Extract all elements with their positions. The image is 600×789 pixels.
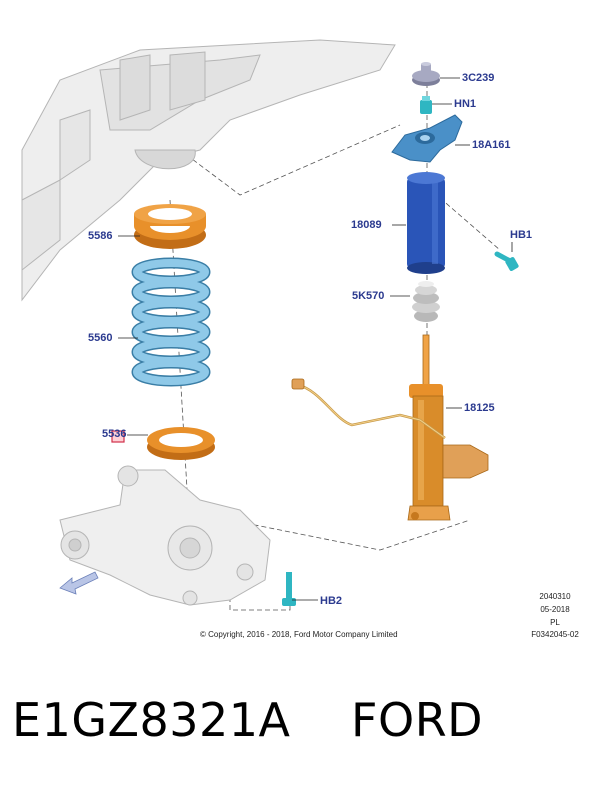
callout-5k570: 5K570 [352, 290, 385, 302]
copyright-notice: © Copyright, 2016 - 2018, Ford Motor Com… [200, 630, 398, 639]
upper-mount [391, 114, 463, 163]
callout-3c239: 3C239 [462, 72, 495, 84]
lower-spring-isolator [147, 427, 215, 460]
callout-hb2: HB2 [320, 595, 343, 607]
leader-lines [118, 77, 513, 601]
front-direction-arrow [59, 571, 99, 595]
coil-spring [131, 257, 211, 387]
jounce-bumper [412, 281, 440, 322]
callout-5536: 5536 [102, 428, 127, 440]
damper-wire-harness [291, 378, 446, 440]
upper-spring-isolator [134, 204, 206, 249]
figure-id: F0342045-02 [531, 630, 579, 639]
part-number: E1GZ8321A [12, 693, 291, 747]
subframe-structure [21, 39, 396, 302]
knuckle-assembly [59, 465, 271, 606]
exploded-suspension-diagram [21, 39, 519, 611]
callout-18125: 18125 [464, 402, 495, 414]
hb1-bolt [494, 251, 519, 271]
part-caption: E1GZ8321A FORD [12, 693, 483, 747]
figure-date: 05-2018 [540, 605, 570, 614]
callout-5560: 5560 [88, 332, 113, 344]
figure-code: 2040310 [539, 592, 571, 601]
dust-boot [407, 172, 445, 274]
callout-18a161: 18A161 [472, 139, 511, 151]
callout-5586: 5586 [88, 230, 113, 242]
callout-hn1: HN1 [454, 98, 477, 110]
hn1-nut [420, 96, 432, 114]
callout-hb1: HB1 [510, 229, 533, 241]
top-nut [412, 62, 440, 86]
callout-marker-5536 [111, 430, 125, 443]
brand-name: FORD [351, 693, 484, 747]
figure-language: PL [550, 618, 560, 627]
hb2-bolt [282, 572, 296, 606]
shock-absorber [407, 334, 489, 521]
callout-18089: 18089 [351, 219, 382, 231]
